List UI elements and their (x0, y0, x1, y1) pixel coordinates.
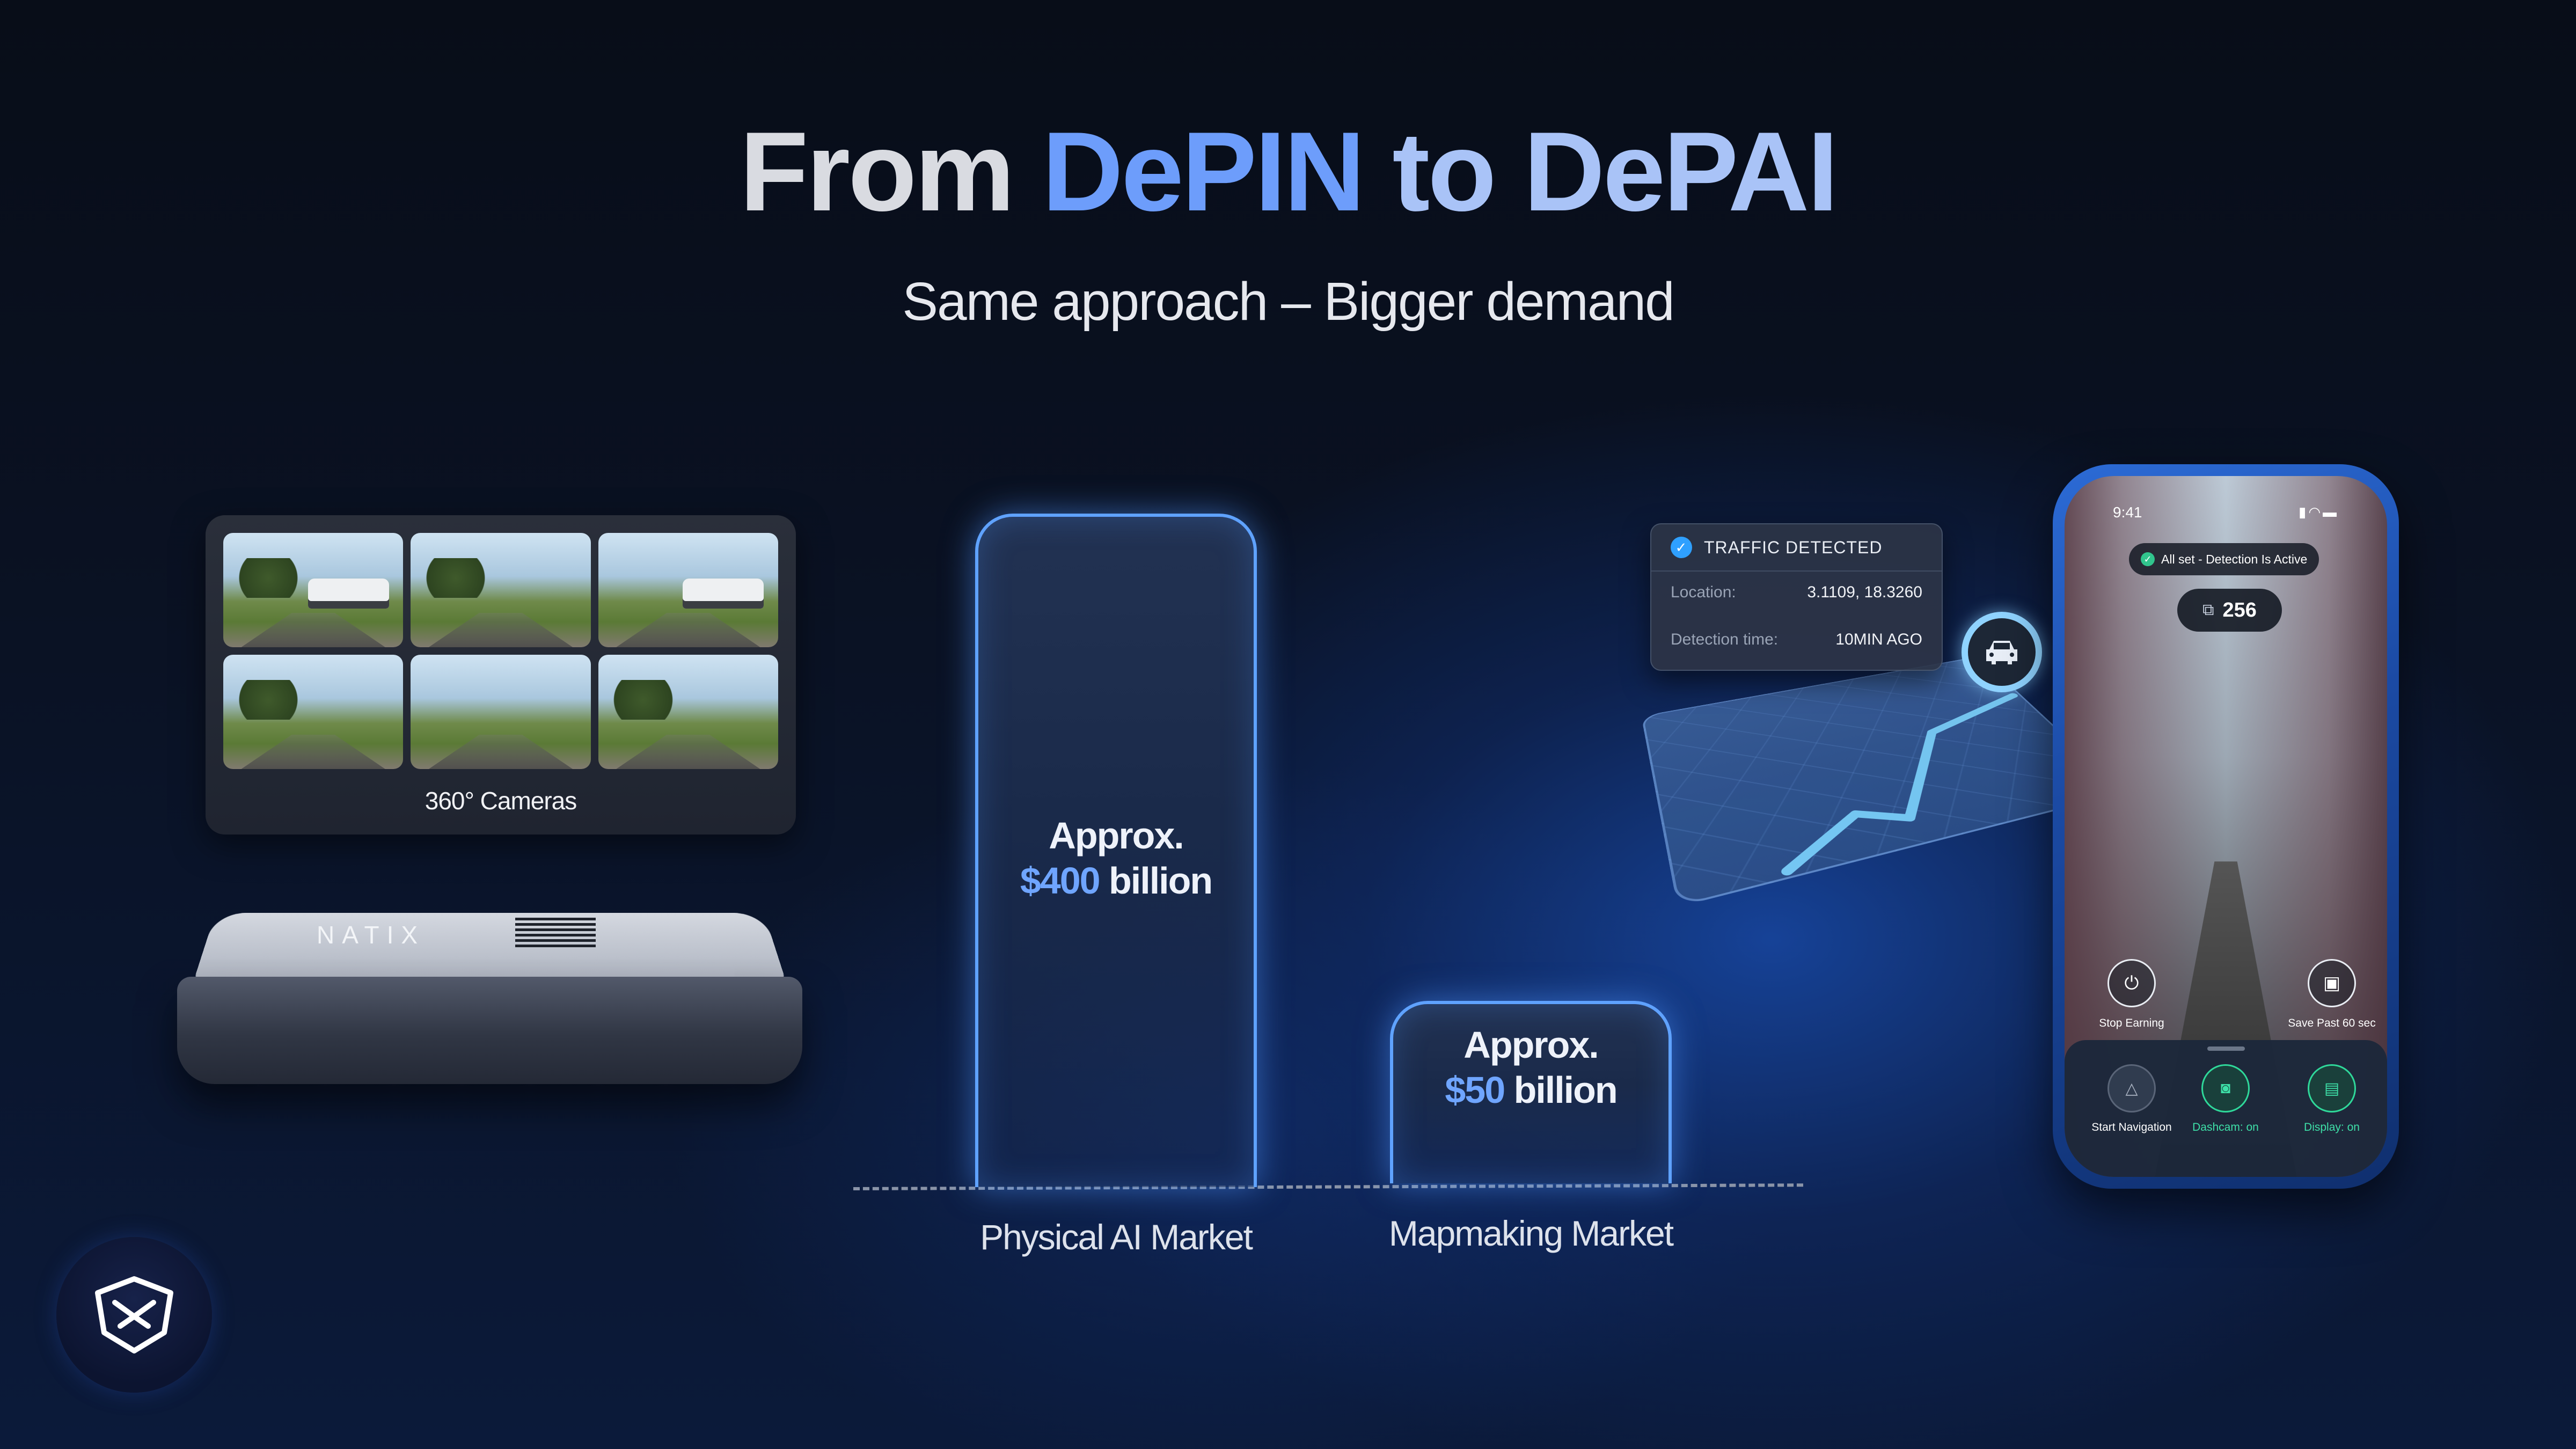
row-value: 3.1109, 18.3260 (1807, 583, 1922, 601)
camera-tile (223, 655, 404, 769)
title-part-depin: DePIN (1042, 108, 1366, 235)
bar-mapmaking-market: Approx. $50 billion (1390, 1001, 1672, 1183)
bottom-tray: △ Start Navigation ◙ Dashcam: on ▤ Displ… (2065, 1040, 2387, 1177)
card-title: TRAFFIC DETECTED (1704, 537, 1883, 557)
phone-screen: 9:41 ▮◠▬ ✓ All set - Detection Is Active… (2065, 476, 2387, 1177)
row-value: 10MIN AGO (1835, 631, 1922, 648)
camera-panel: 360° Cameras (206, 515, 796, 835)
save-past-label: Save Past 60 sec (2288, 1017, 2376, 1029)
display-toggle[interactable]: ▤ Display: on (2278, 1064, 2385, 1134)
camera-tile (411, 655, 591, 769)
camera-icon: ◙ (2201, 1064, 2250, 1113)
title-part-from: From (740, 108, 1042, 235)
device-vent (515, 918, 596, 947)
page-subtitle: Same approach – Bigger demand (902, 272, 1674, 332)
bar-physical-ai-market: Approx. $400 billion (975, 514, 1257, 1187)
status-time: 9:41 (2113, 504, 2142, 521)
natix-shield-icon (95, 1276, 173, 1353)
camera-tile (411, 533, 591, 647)
dashcam-label: Dashcam: on (2192, 1121, 2259, 1133)
bar-unit: billion (1099, 860, 1213, 902)
save-icon: ▣ (2308, 959, 2356, 1007)
scan-icon: ⧉ (2202, 601, 2214, 619)
start-navigation-label: Start Navigation (2091, 1121, 2172, 1133)
battery-icon: ▬ (2323, 504, 2339, 520)
power-icon: ⏻ (2107, 959, 2156, 1007)
camera-tile (223, 533, 404, 647)
bar-label-prefix: Approx. (1049, 815, 1184, 857)
start-navigation-button[interactable]: △ Start Navigation (2078, 1064, 2185, 1134)
device-logo: NATIX (317, 921, 426, 949)
stop-earning-button[interactable]: ⏻ Stop Earning (2078, 959, 2185, 1030)
bar-label-physical-ai: Approx. $400 billion (978, 813, 1254, 903)
navigation-icon: △ (2107, 1064, 2156, 1113)
category-label-physical-ai: Physical AI Market (980, 1217, 1253, 1257)
title-part-to: to (1363, 108, 1524, 235)
page-title: From DePIN to DePAI (0, 115, 2576, 228)
car-pin[interactable] (1962, 612, 2042, 692)
row-key: Location: (1671, 583, 1736, 601)
device-front (177, 977, 802, 1084)
natix-badge[interactable] (56, 1237, 212, 1393)
save-past-60-button[interactable]: ▣ Save Past 60 sec (2278, 959, 2385, 1030)
tray-handle[interactable] (2207, 1046, 2245, 1051)
camera-tile (598, 655, 778, 769)
bar-label-prefix: Approx. (1463, 1024, 1599, 1066)
row-key: Detection time: (1671, 631, 1779, 648)
bar-value: $50 (1445, 1069, 1505, 1111)
category-label-mapmaking: Mapmaking Market (1388, 1213, 1674, 1253)
camera-grid (223, 533, 778, 769)
title-part-depai: DePAI (1523, 108, 1839, 235)
card-header: ✓ TRAFFIC DETECTED (1651, 524, 1942, 572)
car-icon (1986, 641, 2017, 664)
natix-device: NATIX (177, 891, 802, 1087)
stop-earning-label: Stop Earning (2099, 1017, 2164, 1029)
bar-label-value-line: $400 billion (978, 858, 1254, 903)
bar-label-mapmaking: Approx. $50 billion (1393, 1022, 1668, 1113)
bar-label-value-line: $50 billion (1393, 1067, 1668, 1113)
status-pill-text: All set - Detection Is Active (2161, 552, 2308, 566)
status-icons: ▮◠▬ (2299, 504, 2339, 521)
dashcam-toggle[interactable]: ◙ Dashcam: on (2172, 1064, 2279, 1134)
bar-unit: billion (1504, 1069, 1618, 1111)
camera-tile (598, 533, 778, 647)
signal-icon: ▮ (2299, 504, 2309, 520)
card-row-detection-time: Detection time: 10MIN AGO (1671, 631, 1922, 649)
bar-value: $400 (1020, 860, 1101, 902)
card-row-location: Location: 3.1109, 18.3260 (1671, 583, 1922, 602)
traffic-detected-card[interactable]: ✓ TRAFFIC DETECTED Location: 3.1109, 18.… (1650, 523, 1943, 671)
check-icon: ✓ (2141, 552, 2155, 566)
detection-count: 256 (2222, 598, 2257, 621)
wifi-icon: ◠ (2308, 504, 2323, 520)
detection-status-pill: ✓ All set - Detection Is Active (2129, 543, 2319, 575)
phone-mockup: 9:41 ▮◠▬ ✓ All set - Detection Is Active… (2053, 464, 2399, 1189)
detection-counter: ⧉ 256 (2177, 589, 2282, 632)
display-label: Display: on (2304, 1121, 2360, 1133)
check-icon: ✓ (1671, 537, 1692, 558)
camera-panel-label: 360° Cameras (425, 787, 577, 815)
display-icon: ▤ (2308, 1064, 2356, 1113)
